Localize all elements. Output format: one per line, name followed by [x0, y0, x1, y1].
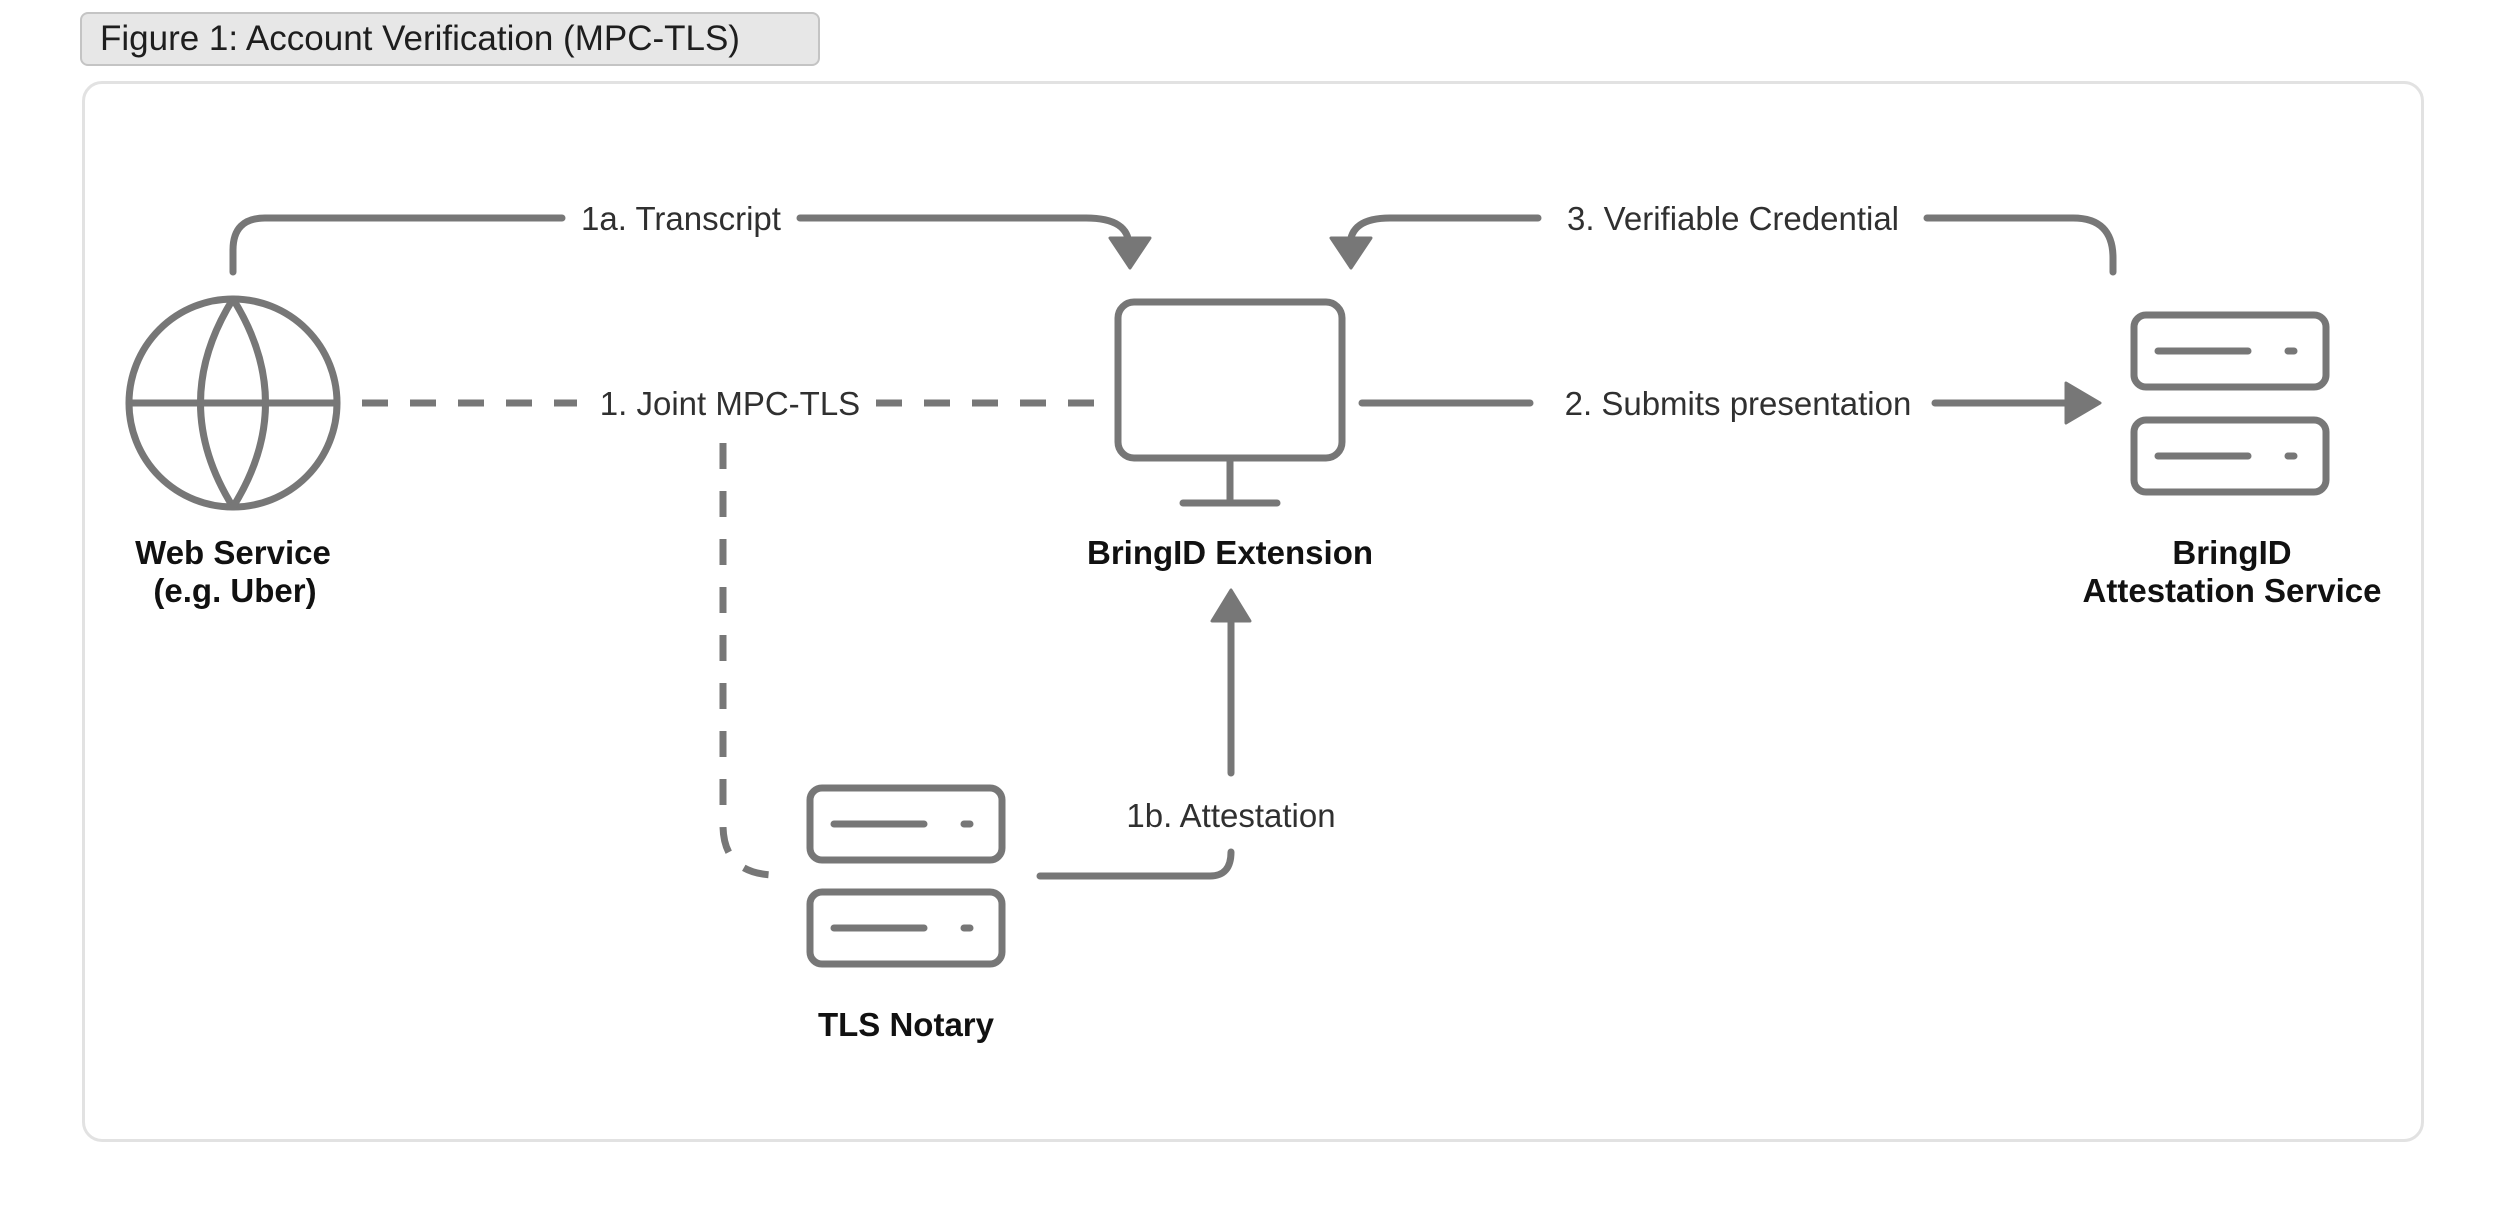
web-service-label: Web Service — [135, 534, 331, 571]
edge-attestation — [1036, 588, 1252, 880]
server-icon — [2130, 311, 2330, 496]
web-service-sublabel: (e.g. Uber) — [153, 572, 316, 609]
edge-transcript — [229, 214, 1152, 276]
monitor-icon — [1114, 298, 1346, 507]
server-icon — [806, 784, 1006, 968]
attestation-service-sublabel: Attestation Service — [2083, 572, 2382, 609]
edge-verifiable-credential — [1329, 214, 2117, 276]
arrow-head — [2064, 381, 2102, 425]
edge-label-joint-mpc-tls: 1. Joint MPC-TLS — [600, 385, 860, 422]
tls-notary-label: TLS Notary — [818, 1006, 995, 1043]
figure-title: Figure 1: Account Verification (MPC-TLS) — [80, 12, 820, 66]
attestation-service-label: BringID — [2172, 534, 2291, 571]
edge-label-transcript: 1a. Transcript — [581, 200, 781, 237]
arrow-head — [1108, 236, 1152, 270]
edge-joint-mpc-tls — [362, 399, 1104, 879]
edge-label-verifiable-credential: 3. Verifiable Credential — [1567, 200, 1899, 237]
globe-icon — [125, 295, 341, 511]
extension-label: BringID Extension — [1087, 534, 1373, 571]
edge-label-attestation: 1b. Attestation — [1126, 797, 1335, 834]
arrow-head — [1329, 236, 1373, 270]
diagram-frame — [82, 81, 2424, 1142]
arrow-head — [1210, 588, 1252, 623]
edge-label-submits-presentation: 2. Submits presentation — [1565, 385, 1912, 422]
edge-submits-presentation — [1358, 381, 2102, 425]
